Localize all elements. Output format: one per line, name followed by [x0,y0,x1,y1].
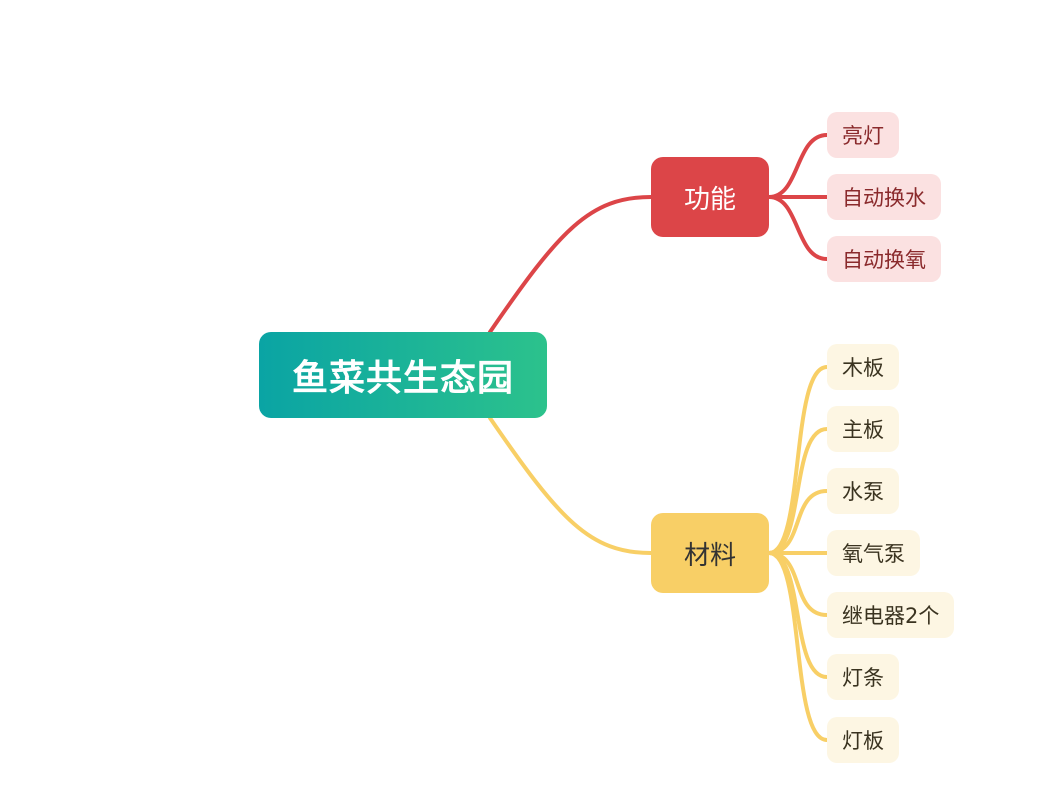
leaf-topic-materials-4[interactable]: 氧气泵 [827,530,920,576]
leaf-topic-function-3[interactable]: 自动换氧 [827,236,941,282]
branch-topic-function[interactable]: 功能 [651,157,769,237]
connector-mat-leaf-2 [767,427,829,555]
leaf-topic-materials-5[interactable]: 继电器2个 [827,592,955,638]
leaf-topic-materials-2[interactable]: 主板 [827,406,899,452]
connector-mat-leaf-5 [767,551,829,617]
leaf-topic-materials-7[interactable]: 灯板 [827,717,899,763]
connector-mat-leaf-7 [767,551,829,742]
connector-func-leaf-1 [767,133,829,199]
root-topic[interactable]: 鱼菜共生态园 [259,332,547,418]
leaf-topic-function-1[interactable]: 亮灯 [827,112,899,158]
connector-root-mat [488,416,653,555]
leaf-topic-materials-3[interactable]: 水泵 [827,468,899,514]
leaf-topic-materials-1[interactable]: 木板 [827,344,899,390]
connector-root-func [488,195,653,334]
leaf-topic-function-2[interactable]: 自动换水 [827,174,941,220]
connector-mat-leaf-3 [767,489,829,555]
leaf-topic-materials-6[interactable]: 灯条 [827,654,899,700]
branch-topic-materials[interactable]: 材料 [651,513,769,593]
connector-func-leaf-3 [767,195,829,261]
